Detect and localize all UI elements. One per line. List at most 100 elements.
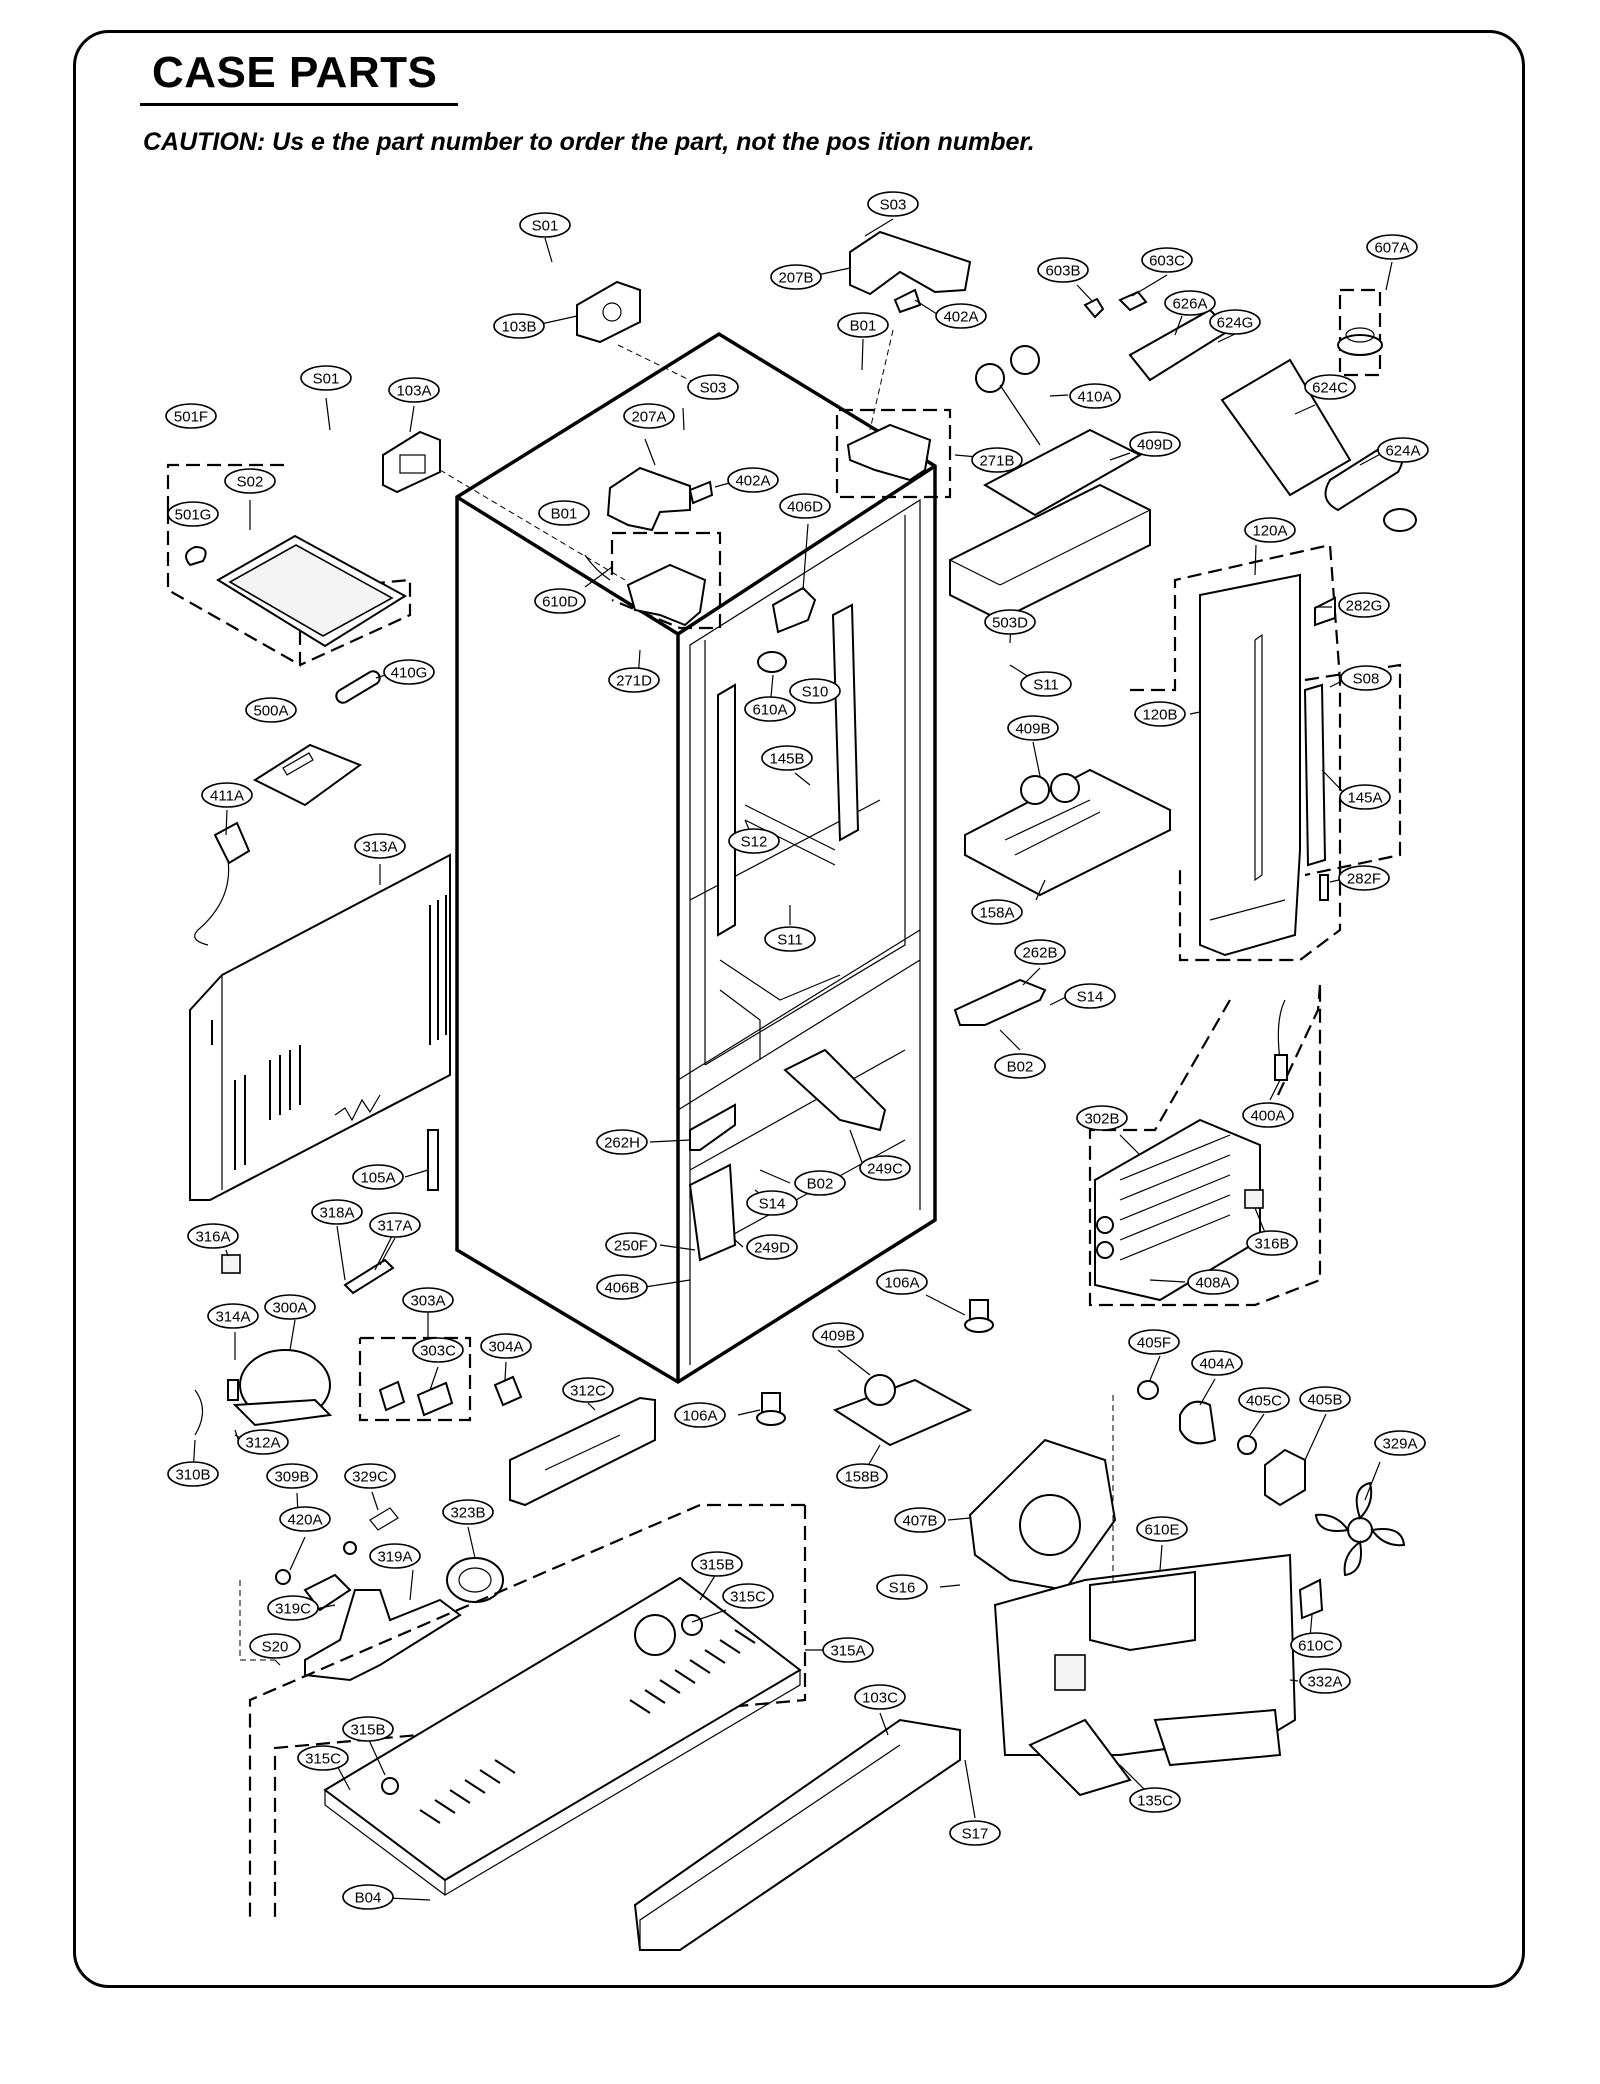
callout-text: 603B xyxy=(1045,263,1080,280)
callout-text: 409D xyxy=(1137,437,1173,454)
callout-text: 607A xyxy=(1374,240,1409,257)
callout-text: 315B xyxy=(699,1557,734,1574)
fan-motor-group xyxy=(275,1507,399,1612)
callout-text: B02 xyxy=(1007,1059,1034,1076)
callout-s08: S08 xyxy=(1340,665,1392,691)
callout-text: 315C xyxy=(730,1589,766,1606)
bracket-262H xyxy=(689,1103,736,1151)
callout-s03: S03 xyxy=(867,191,919,217)
callout-158a: 158A xyxy=(971,899,1023,925)
callout-text: 400A xyxy=(1250,1108,1285,1125)
title-underline xyxy=(140,103,458,106)
callout-text: 405C xyxy=(1246,1393,1282,1410)
callout-text: 420A xyxy=(287,1512,322,1529)
callout-b01: B01 xyxy=(538,500,590,526)
hinge-271D-group xyxy=(610,531,722,630)
callout-text: S03 xyxy=(700,380,727,397)
callout-text: 303A xyxy=(410,1293,445,1310)
callout-409b: 409B xyxy=(812,1322,864,1348)
callout-text: 315B xyxy=(350,1722,385,1739)
callout-409d: 409D xyxy=(1129,431,1181,457)
callout-text: 120B xyxy=(1142,707,1177,724)
callout-103c: 103C xyxy=(854,1684,906,1710)
callout-282g: 282G xyxy=(1338,592,1390,618)
callout-text: S11 xyxy=(777,932,803,949)
power-cord-411A xyxy=(194,821,251,946)
callout-410a: 410A xyxy=(1069,383,1121,409)
callout-271d: 271D xyxy=(608,667,660,693)
callout-319a: 319A xyxy=(369,1543,421,1569)
callout-text: 409B xyxy=(1015,721,1050,738)
callout-610d: 610D xyxy=(534,588,586,614)
callout-text: 624A xyxy=(1385,443,1420,460)
callout-text: 316B xyxy=(1254,1236,1289,1253)
callout-text: S01 xyxy=(313,371,340,388)
callout-158b: 158B xyxy=(836,1463,888,1489)
callout-text: S14 xyxy=(1077,989,1104,1006)
callout-text: 300A xyxy=(272,1300,307,1317)
callout-315c: 315C xyxy=(297,1745,349,1771)
callout-text: 404A xyxy=(1199,1356,1234,1373)
callout-s16: S16 xyxy=(876,1574,928,1600)
callout-text: 624C xyxy=(1312,380,1348,397)
callout-135c: 135C xyxy=(1129,1787,1181,1813)
callout-text: 103C xyxy=(862,1690,898,1707)
callout-text: 271D xyxy=(616,673,652,690)
compressor-300A xyxy=(194,1349,333,1436)
callout-text: 503D xyxy=(992,615,1028,632)
callout-b01: B01 xyxy=(837,312,889,338)
callout-304a: 304A xyxy=(480,1333,532,1359)
callout-309b: 309B xyxy=(266,1463,318,1489)
callout-404a: 404A xyxy=(1191,1350,1243,1376)
callout-text: 103B xyxy=(501,319,536,336)
callout-text: S14 xyxy=(759,1196,786,1213)
s20-dashed xyxy=(239,1580,275,1661)
callout-text: 304A xyxy=(488,1339,523,1356)
callout-317a: 317A xyxy=(369,1212,421,1238)
callout-312a: 312A xyxy=(237,1429,289,1455)
callout-text: B01 xyxy=(850,318,877,335)
fan-housing-407B xyxy=(968,1438,1117,1592)
callout-103a: 103A xyxy=(388,377,440,403)
cover-312C xyxy=(509,1396,656,1507)
callout-text: 319C xyxy=(275,1601,311,1618)
callout-120a: 120A xyxy=(1244,517,1296,543)
callout-text: 105A xyxy=(360,1170,395,1187)
callout-text: 262H xyxy=(604,1135,640,1152)
callout-text: 207A xyxy=(631,409,666,426)
callout-text: 411A xyxy=(210,788,244,805)
callout-316a: 316A xyxy=(187,1223,239,1249)
foot-106A-a xyxy=(964,1299,994,1333)
callout-314a: 314A xyxy=(207,1303,259,1329)
callout-text: S16 xyxy=(889,1580,916,1597)
callout-text: 603C xyxy=(1149,253,1185,270)
callout-282f: 282F xyxy=(1338,865,1390,891)
callout-315a: 315A xyxy=(822,1637,874,1663)
callout-316b: 316B xyxy=(1246,1230,1298,1256)
callout-315c: 315C xyxy=(722,1583,774,1609)
callout-text: 249D xyxy=(754,1240,790,1257)
callout-329a: 329A xyxy=(1374,1430,1426,1456)
callout-text: 407B xyxy=(902,1513,937,1530)
foot-106A-b xyxy=(756,1392,786,1426)
callout-text: 312C xyxy=(570,1383,606,1400)
callout-text: 145B xyxy=(769,751,804,768)
callout-106a: 106A xyxy=(674,1402,726,1428)
callout-319c: 319C xyxy=(267,1595,319,1621)
caution-note: CAUTION: Us e the part number to order t… xyxy=(143,128,1035,156)
callout-text: 282F xyxy=(1347,871,1381,888)
callout-text: 626A xyxy=(1172,296,1207,313)
rail-145B xyxy=(717,603,860,937)
hinge-207A xyxy=(606,466,714,532)
callout-text: B01 xyxy=(551,506,578,523)
callout-303c: 303C xyxy=(412,1337,464,1363)
callout-text: 624G xyxy=(1217,315,1254,332)
callout-text: 250F xyxy=(614,1238,648,1255)
cap-282G xyxy=(1314,596,1336,627)
callout-624c: 624C xyxy=(1304,374,1356,400)
callout-313a: 313A xyxy=(354,833,406,859)
dispenser-409D-503D xyxy=(949,428,1151,622)
callout-411a: 411A xyxy=(201,782,253,808)
fan-motor-404A-group xyxy=(1137,1380,1306,1507)
callout-500a: 500A xyxy=(245,697,297,723)
